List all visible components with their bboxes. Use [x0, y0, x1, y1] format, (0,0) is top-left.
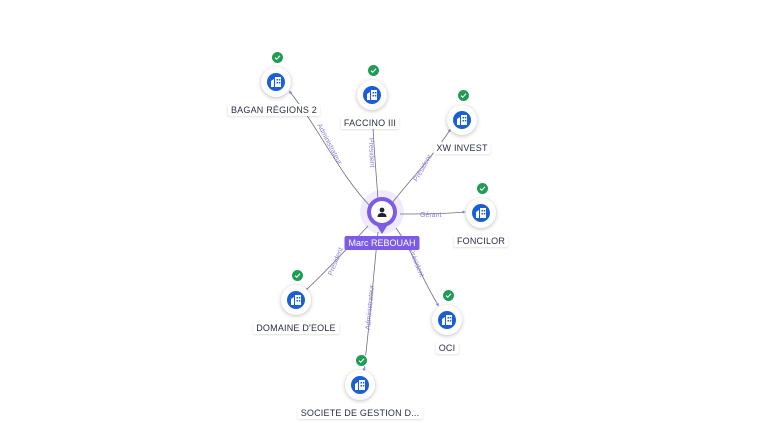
edge-label-foncilor: Gérant: [420, 212, 441, 219]
company-name-label[interactable]: SOCIETE DE GESTION D...: [297, 407, 423, 419]
company-icon[interactable]: [357, 64, 387, 110]
verified-check-icon: [476, 182, 489, 195]
company-icon[interactable]: [281, 269, 311, 315]
company-icon[interactable]: [261, 51, 291, 97]
edge-faccino: [371, 124, 379, 201]
company-name-label[interactable]: BAGAN RÉGIONS 2: [227, 104, 321, 116]
edge-domaine: [304, 225, 369, 292]
edge-xw: [391, 128, 451, 204]
company-icon[interactable]: [466, 182, 496, 228]
building-icon: [476, 208, 486, 218]
company-name-label[interactable]: DOMAINE D'EOLE: [253, 322, 339, 334]
edge-label-faccino: Président: [367, 138, 375, 168]
edge-label-oci: Président: [407, 248, 425, 278]
edge-foncilor: [399, 210, 466, 215]
company-name-label[interactable]: FACCINO III: [340, 117, 400, 129]
company-name-label[interactable]: FONCILOR: [453, 235, 509, 247]
verified-check-icon: [367, 64, 380, 77]
building-icon: [271, 77, 281, 87]
building-icon: [355, 380, 365, 390]
verified-check-icon: [271, 51, 284, 64]
person-pin[interactable]: [367, 197, 397, 234]
edge-label-bagan: Administrateur: [315, 123, 343, 167]
verified-check-icon: [442, 289, 455, 302]
edge-label-domaine: Président: [327, 247, 345, 277]
company-icon[interactable]: [432, 289, 462, 335]
building-icon: [442, 315, 452, 325]
verified-check-icon: [291, 269, 304, 282]
company-icon[interactable]: [447, 89, 477, 135]
building-icon: [457, 115, 467, 125]
verified-check-icon: [457, 89, 470, 102]
edge-label-xw: Président: [413, 154, 434, 183]
building-icon: [291, 295, 301, 305]
verified-check-icon: [355, 354, 368, 367]
person-icon: [377, 207, 387, 217]
edge-label-societe: Administrateur: [365, 284, 376, 330]
company-name-label[interactable]: OCI: [435, 342, 459, 354]
person-name-label[interactable]: Marc REBOUAH: [344, 236, 420, 250]
building-icon: [367, 90, 377, 100]
company-icon[interactable]: [345, 354, 375, 400]
edge-oci: [395, 227, 439, 307]
company-name-label[interactable]: XW INVEST: [433, 142, 491, 154]
